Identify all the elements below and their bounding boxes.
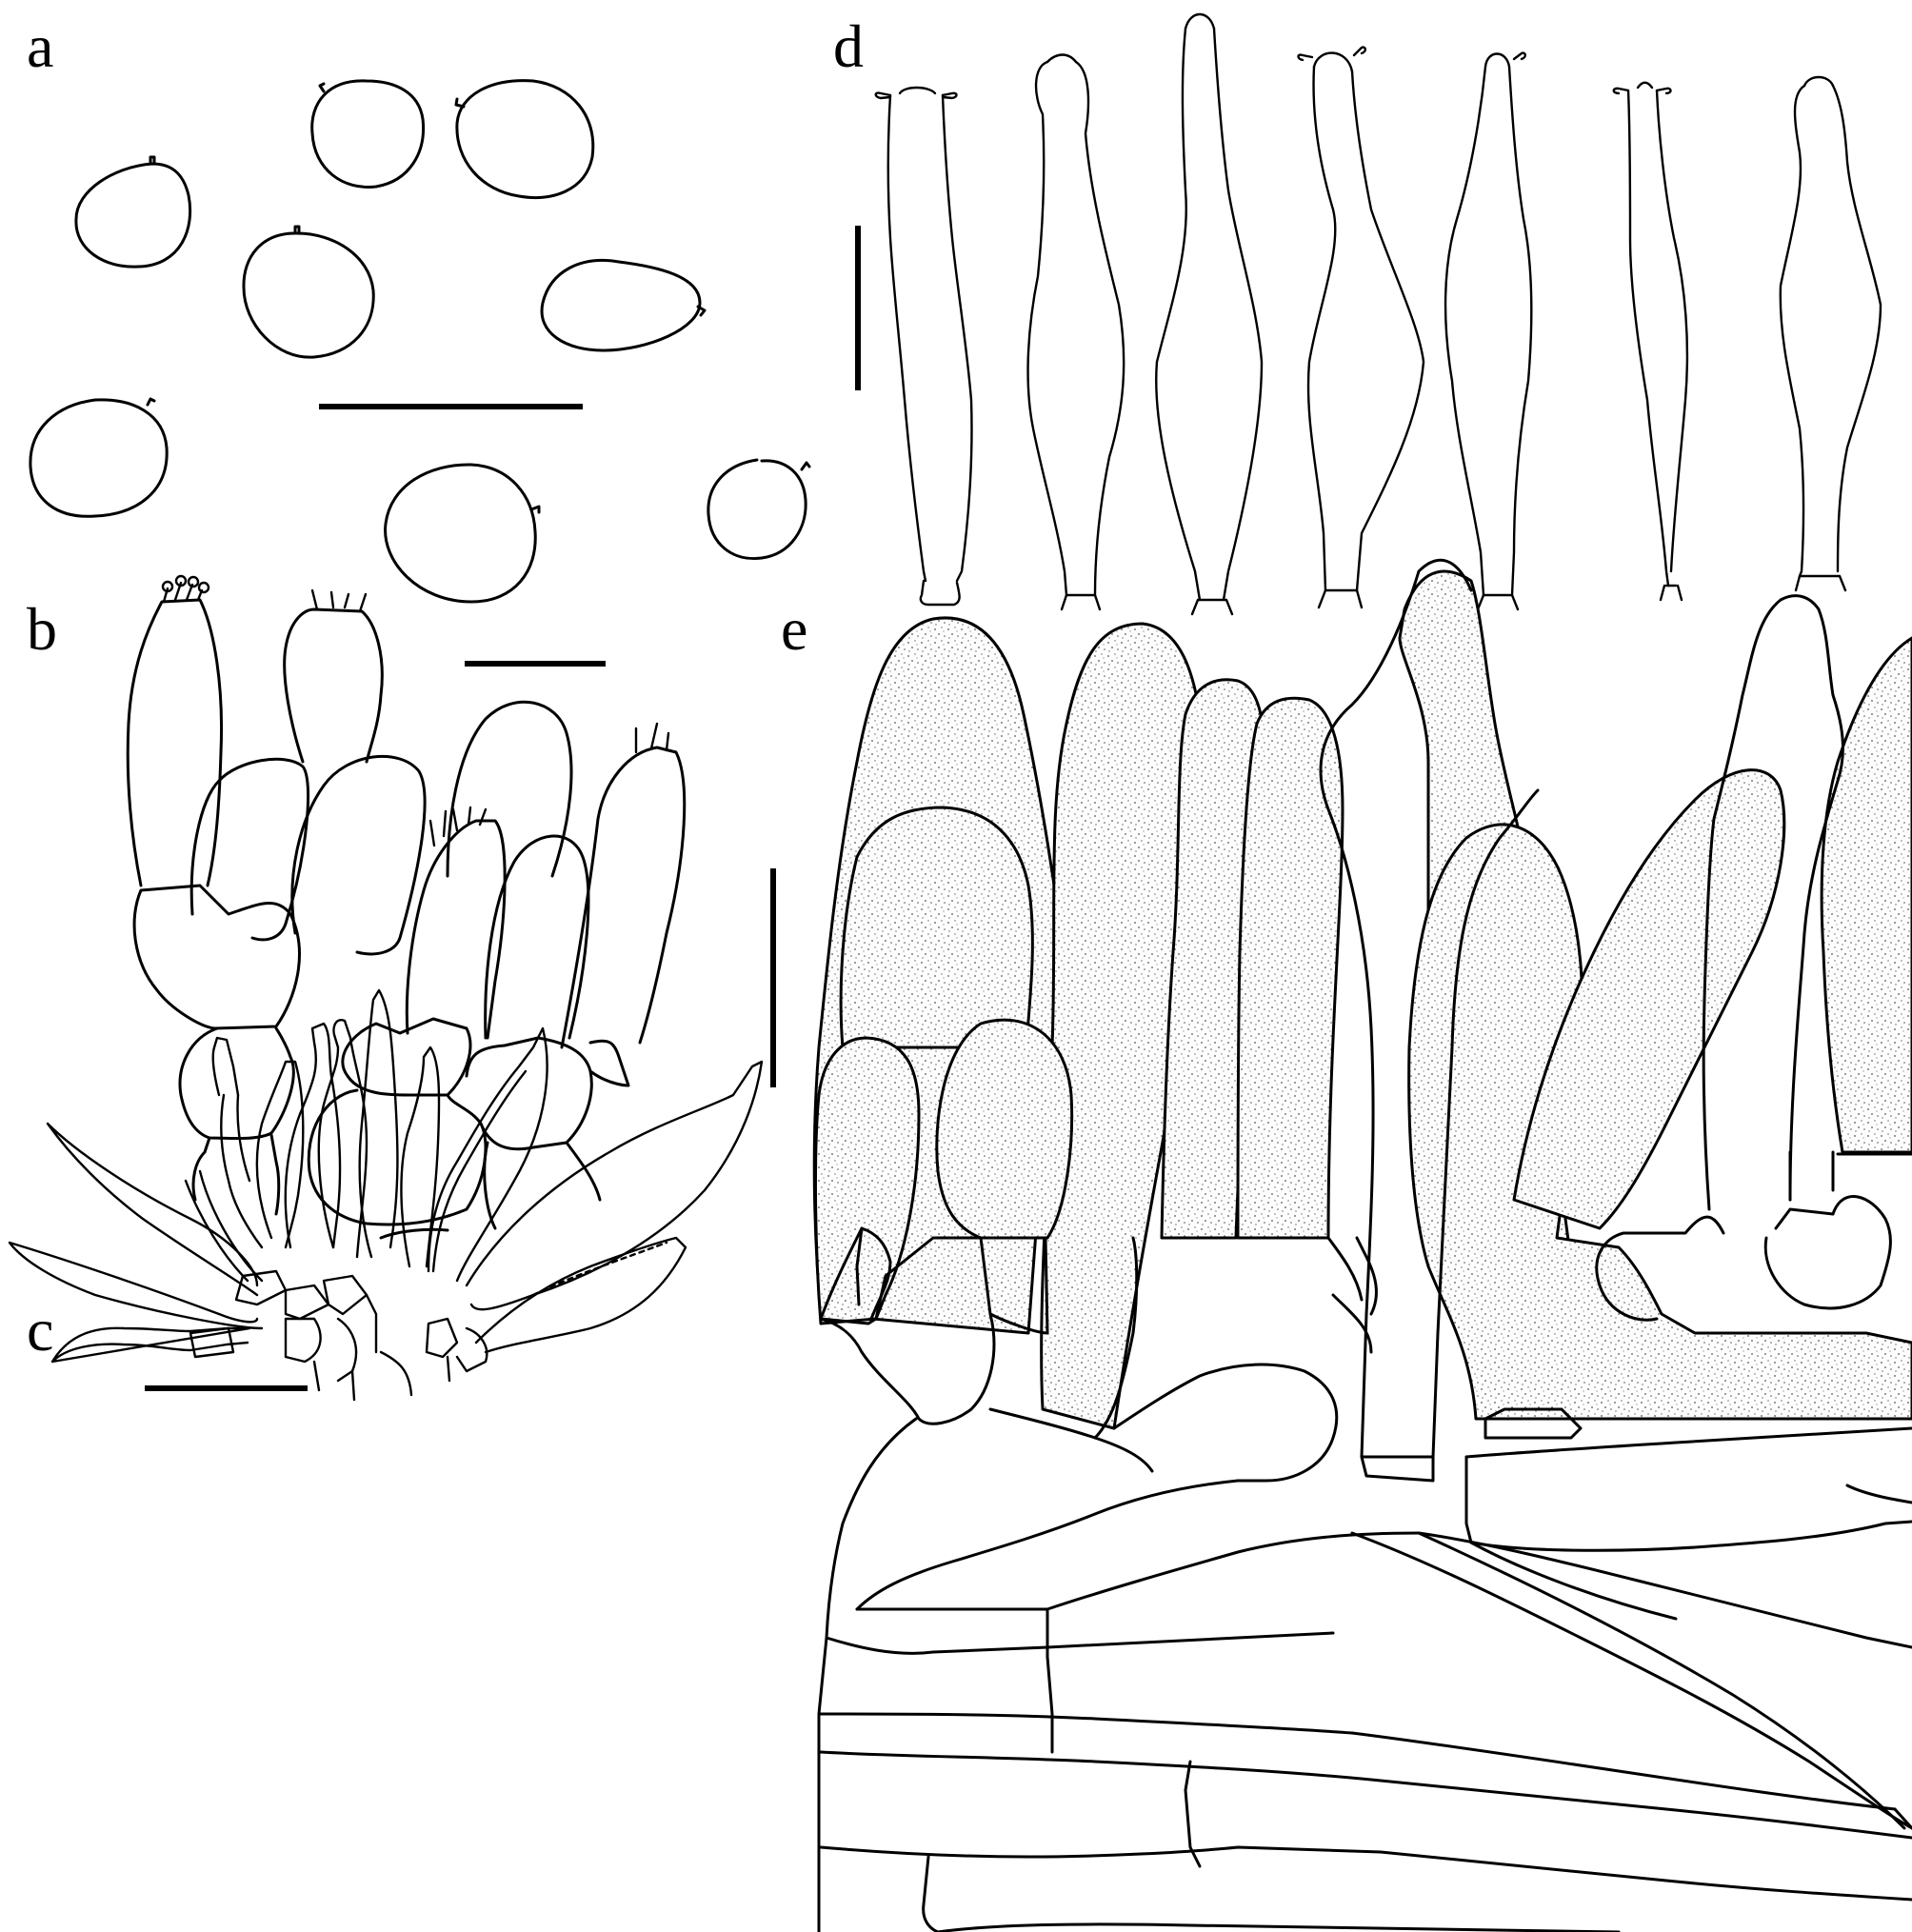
terminal-cell (839, 806, 1034, 1049)
cheilocystidium (358, 988, 399, 1259)
spore (29, 397, 169, 518)
pleurocystidium (1155, 12, 1264, 616)
basidiole (290, 754, 427, 956)
cheilocystidium (474, 1236, 687, 1354)
basidium (283, 588, 384, 764)
terminal-cell (1820, 636, 1912, 1154)
panel-a: a (27, 12, 811, 604)
pileipellis-hyphae (817, 1226, 1912, 1932)
terminal-cell (813, 1036, 921, 1325)
cheilocystidium (427, 1026, 548, 1283)
hyaline-cell (1595, 1150, 1912, 1322)
pleurocystidium (1612, 81, 1689, 602)
spore (310, 79, 426, 189)
cheilocystidium (465, 1060, 764, 1311)
spore (74, 155, 192, 269)
terminal-cell (1236, 696, 1344, 1240)
panel-label-a: a (27, 12, 53, 80)
spore (384, 463, 541, 604)
pleurocystidium (1297, 46, 1425, 609)
basidium (560, 722, 687, 1049)
spore (707, 458, 811, 561)
cheilocystidium (284, 1022, 342, 1249)
hyaline-cell (1702, 594, 1844, 1211)
cheilocystidium (255, 1060, 305, 1249)
panel-label-b: b (27, 595, 57, 663)
pleurocystidium (874, 86, 973, 607)
pleurocystidium (1779, 75, 1882, 592)
basidium (126, 574, 223, 887)
cheilocystidium (8, 1241, 264, 1330)
cheilocystidium (184, 1036, 264, 1283)
panel-label-c: c (27, 1296, 53, 1364)
panel-c: c (8, 988, 764, 1402)
cheilocystidium (317, 1019, 368, 1259)
spore (540, 259, 707, 352)
hyaline-cell (1319, 558, 1540, 1459)
cheilocystidium (50, 1326, 251, 1364)
cheilocystidium (46, 1122, 259, 1297)
panel-b: b (27, 574, 687, 1240)
basidiole (189, 757, 310, 942)
basidiole (446, 700, 573, 878)
basidiole (484, 834, 590, 1040)
basidium (405, 806, 507, 1040)
cheilocystidium (400, 1046, 441, 1268)
pleurocystidium (1026, 53, 1125, 611)
terminal-cell (1512, 768, 1786, 1230)
panel-label-d: d (833, 12, 864, 80)
subhymenial-cells (132, 884, 630, 1240)
subhymenial-cells (189, 1269, 488, 1402)
spore (242, 225, 375, 359)
pleurocystidium (1444, 51, 1533, 611)
panel-label-e: e (781, 595, 807, 663)
terminal-cell (935, 1018, 1074, 1240)
panel-e: e (770, 558, 1912, 1932)
terminal-cell (1407, 823, 1912, 1421)
panel-d: d (833, 12, 1882, 616)
spore (454, 79, 595, 199)
